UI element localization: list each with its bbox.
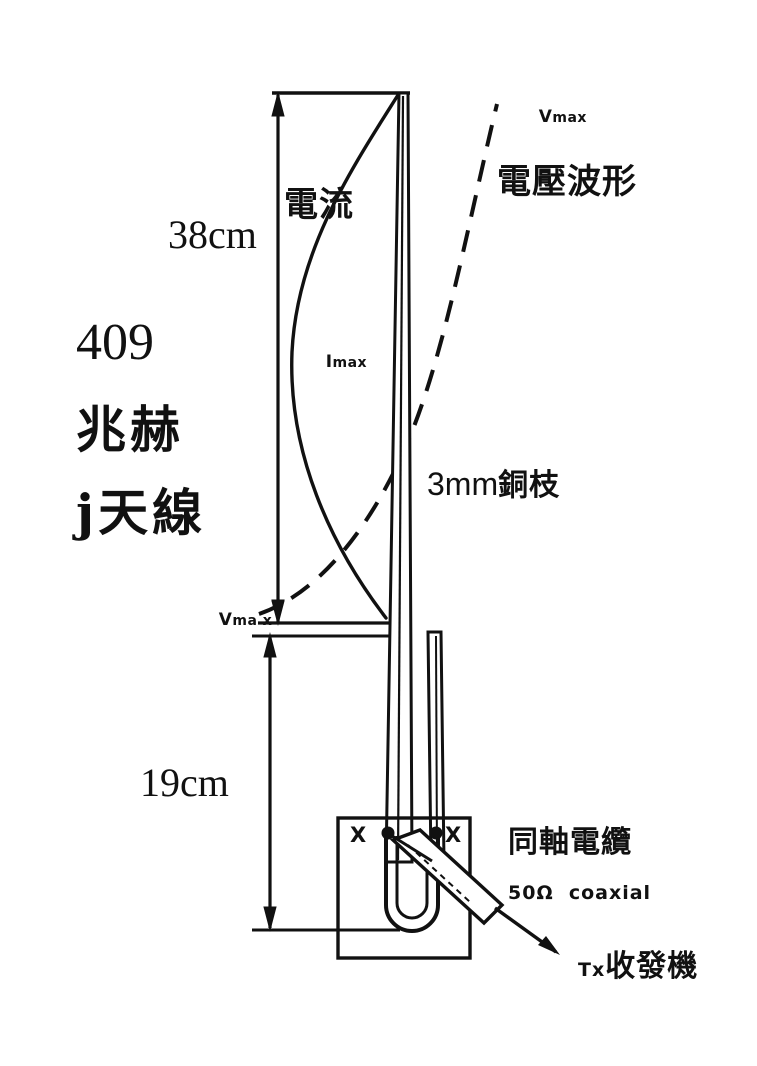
coax-spec-label: 50Ω coaxial: [508, 882, 652, 904]
conductor-label: 3mm銅枝: [411, 452, 560, 517]
title-type: j天線: [76, 483, 207, 542]
transceiver-cjk: 收發機: [605, 949, 699, 984]
dimension-label-19cm: 19cm: [140, 760, 229, 805]
current-waveform-label: 電流: [284, 185, 354, 225]
dimension-38cm: [258, 91, 410, 626]
current-max-symbol: I: [325, 352, 333, 372]
dimension-19cm: [252, 632, 400, 932]
current-max-subscript: max: [332, 355, 368, 371]
current-waveform-curve: [290, 93, 400, 620]
u-bend-short: [384, 836, 440, 933]
voltage-waveform-curve: [258, 103, 499, 616]
title-frequency: 409: [76, 314, 154, 371]
feed-mark-left: X: [350, 823, 367, 847]
voltage-max-top-label: Vmax: [513, 92, 587, 143]
voltage-max-top-subscript: max: [552, 110, 587, 126]
voltage-waveform-label: 電壓波形: [497, 162, 637, 202]
voltage-max-top-symbol: V: [538, 107, 553, 127]
coax-cable-label: 同軸電纜: [508, 825, 632, 860]
voltage-max-bottom-label: Vma x: [193, 595, 272, 646]
current-max-label: Imax: [300, 337, 367, 388]
voltage-max-bottom-arrow: [271, 592, 285, 624]
dimension-label-38cm: 38cm: [168, 212, 257, 257]
transceiver-label: Tx收發機: [562, 936, 698, 998]
transceiver-prefix: Tx: [578, 959, 606, 981]
conductor-size: 3mm: [427, 466, 499, 502]
voltage-max-bottom-symbol: V: [218, 610, 233, 630]
voltage-max-bottom-subscript: ma x: [232, 613, 273, 629]
coaxial-cable: [388, 828, 560, 955]
conductor-material: 銅枝: [498, 468, 561, 503]
title-unit: 兆赫: [76, 400, 184, 459]
main-radiator-rod: [384, 91, 414, 864]
feed-mark-right: X: [445, 823, 462, 847]
